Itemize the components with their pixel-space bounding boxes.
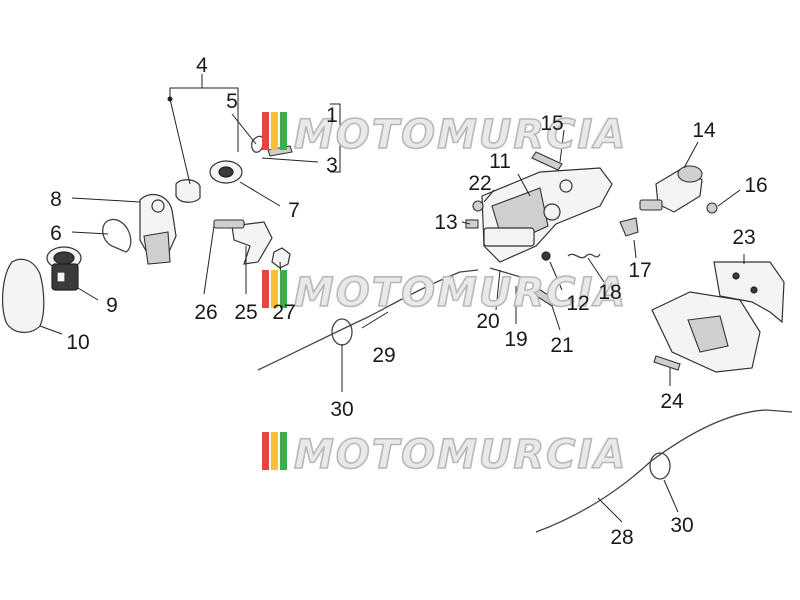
watermark-stripe-yellow <box>271 432 278 470</box>
part-24-screw <box>653 355 681 371</box>
part-10-cover <box>2 258 45 333</box>
callout-29: 29 <box>372 344 395 367</box>
callout-7: 7 <box>288 199 300 222</box>
callout-22: 22 <box>468 172 491 195</box>
part-12-screw <box>541 251 551 261</box>
watermark-stripe-green <box>280 112 287 150</box>
watermark-stripe-yellow <box>271 112 278 150</box>
watermark-bottom: MOTOMURCIA <box>262 431 627 479</box>
callout-5: 5 <box>226 90 238 113</box>
part-19-rod <box>489 267 525 279</box>
callout-12: 12 <box>566 292 589 315</box>
callout-30-upper: 30 <box>330 398 353 421</box>
part-16-nut <box>706 202 718 214</box>
part-13-clip <box>465 219 479 229</box>
callout-14: 14 <box>692 119 716 142</box>
part-23-latch <box>713 261 785 324</box>
watermark-text: MOTOMURCIA <box>294 270 627 316</box>
callout-26: 26 <box>194 301 217 324</box>
part-30-loop-b <box>649 452 671 480</box>
part-14-actuator <box>639 165 703 213</box>
leader-lines <box>39 74 745 523</box>
callout-23: 23 <box>732 226 755 249</box>
callout-24: 24 <box>660 390 684 413</box>
watermark-stripe-red <box>262 270 269 308</box>
callout-4: 4 <box>196 54 208 77</box>
watermark-stripe-green <box>280 432 287 470</box>
callout-11: 11 <box>489 150 511 173</box>
watermark-text: MOTOMURCIA <box>294 112 627 158</box>
callout-18: 18 <box>598 281 621 304</box>
part-6-spring-clip <box>102 218 132 253</box>
callout-10: 10 <box>66 331 89 354</box>
callout-25: 25 <box>234 301 257 324</box>
callout-3: 3 <box>326 154 338 177</box>
part-9-lock-switch <box>46 246 82 291</box>
watermark-top: MOTOMURCIA <box>262 111 627 159</box>
part-15-screw <box>531 151 563 171</box>
callout-8: 8 <box>50 188 62 211</box>
callout-13: 13 <box>434 211 457 234</box>
callout-21: 21 <box>550 334 573 357</box>
part-11-lock-mechanism <box>481 167 613 263</box>
watermark-text: MOTOMURCIA <box>294 432 627 478</box>
part-29-cable <box>257 269 479 371</box>
callouts: 4 5 1 3 7 8 6 9 10 26 25 27 29 30 15 11 … <box>50 54 768 549</box>
part-30-loop-a <box>331 318 353 346</box>
callout-6: 6 <box>50 222 62 245</box>
watermark-stripe-green <box>280 270 287 308</box>
callout-20: 20 <box>476 310 499 333</box>
watermark-stripe-yellow <box>271 270 278 308</box>
watermark-stripe-red <box>262 112 269 150</box>
callout-15: 15 <box>540 112 563 135</box>
callout-16: 16 <box>744 174 767 197</box>
callout-30-lower: 30 <box>670 514 693 537</box>
part-8-housing <box>139 193 177 265</box>
part-25-lever <box>213 219 291 269</box>
callout-27: 27 <box>272 301 295 324</box>
part-18-spring <box>567 253 601 259</box>
callout-19: 19 <box>504 328 527 351</box>
watermark-middle: MOTOMURCIA <box>262 269 627 317</box>
callout-28: 28 <box>610 526 633 549</box>
part-24-bracket <box>651 291 761 373</box>
callout-17: 17 <box>628 259 651 282</box>
callout-9: 9 <box>106 294 118 317</box>
part-7-lock-barrel <box>175 160 243 203</box>
part-17-fitting <box>619 217 639 237</box>
callout-1: 1 <box>326 104 338 127</box>
part-22-nut <box>472 200 484 212</box>
watermark-stripe-red <box>262 432 269 470</box>
